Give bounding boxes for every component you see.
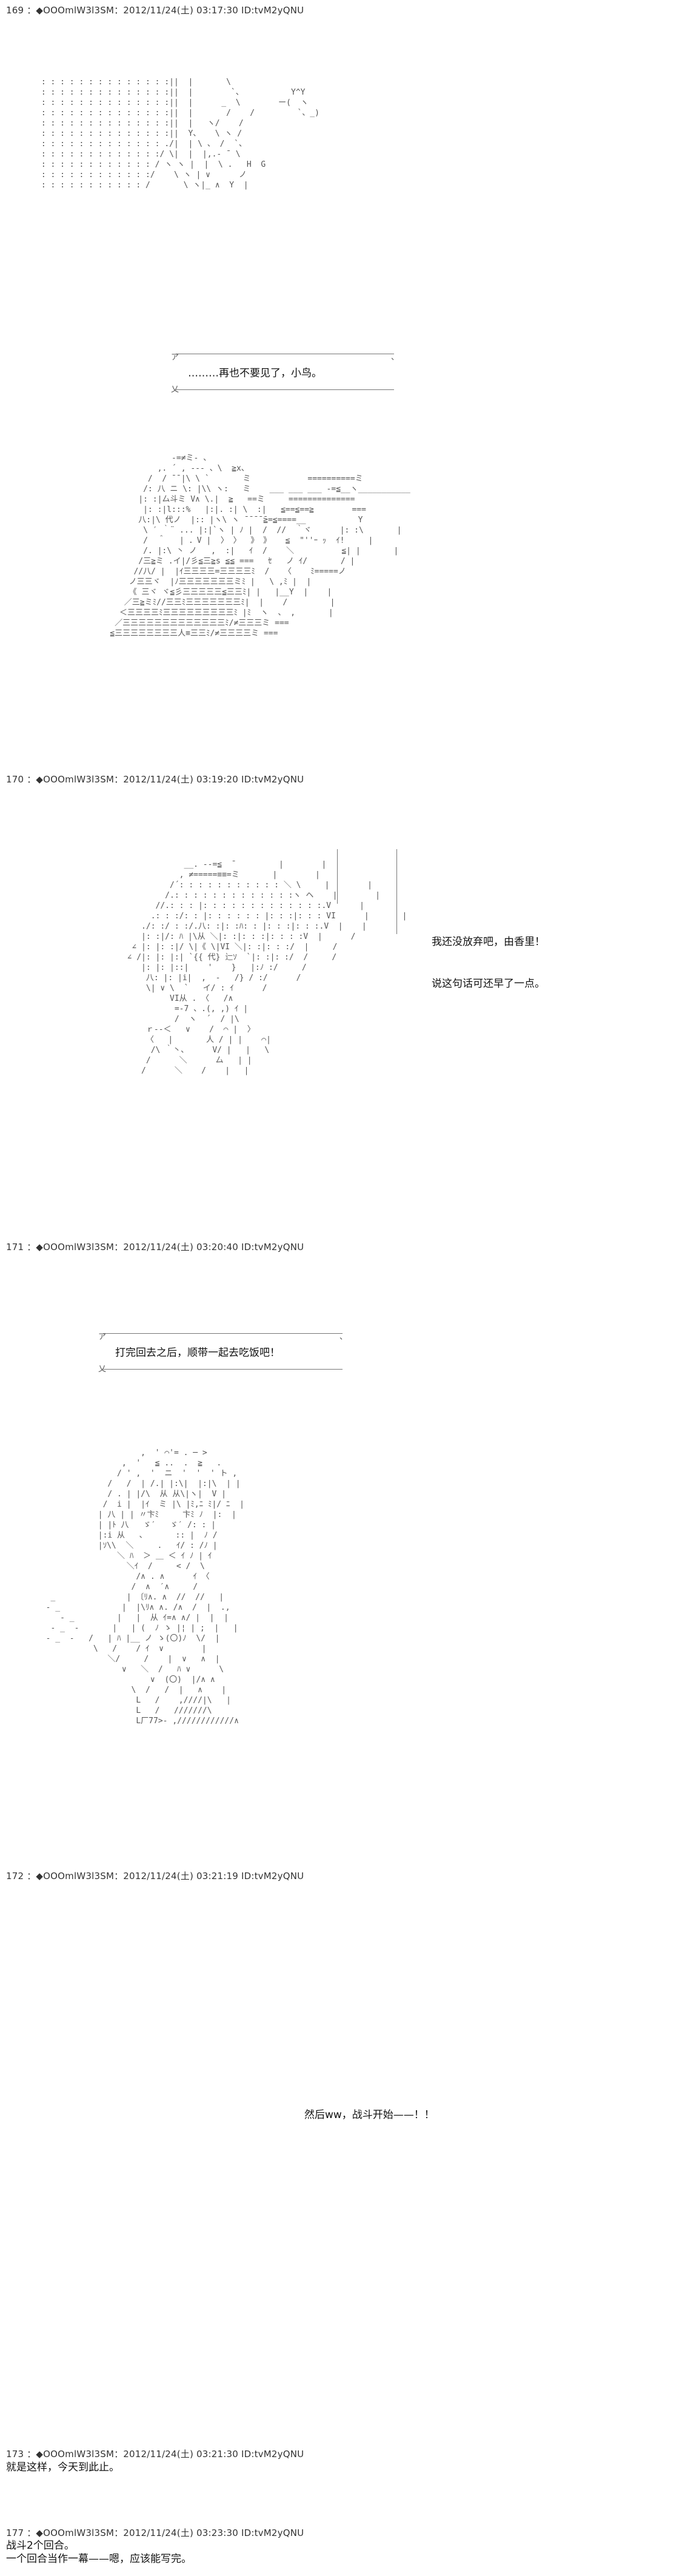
post-header-170: 170 ：◆OOOmlW3l3SM：2012/11/24(土) 03:19:20…: [6, 774, 304, 785]
speech-text-170b: 说这句话可还早了一点。: [432, 978, 545, 990]
ascii-art-171: , ' ⌒'= . ─ > , ' ≦ .. . ≧ . / ' , ' ニ '…: [45, 1448, 244, 1726]
speech-text-172: 然后ww，战斗开始——！！: [304, 2109, 435, 2121]
post-header-177: 177 ：◆OOOmlW3l3SM：2012/11/24(土) 03:23:30…: [6, 2527, 304, 2538]
post-header-171: 171 ：◆OOOmlW3l3SM：2012/11/24(土) 03:20:40…: [6, 1242, 304, 1253]
post-body-177-line2: 一个回合当作一幕——嗯，应该能写完。: [6, 2553, 192, 2565]
post-header-169: 169 ：◆OOOmlW3l3SM：2012/11/24(土) 03:17:30…: [6, 5, 304, 16]
speed-line: [337, 849, 338, 904]
post-body-177-line1: 战斗2个回合。: [6, 2540, 75, 2552]
speech-bubble-171: ア乂、 打完回去之后，顺带一起去吃饭吧！: [98, 1333, 347, 1374]
ascii-art-169-bottom: -=≠ミ- 、 ,. ´ , -‐- 、\ ≧x、 / / ̄ ̄ |\ \ `…: [110, 454, 410, 638]
post-header-172: 172 ：◆OOOmlW3l3SM：2012/11/24(土) 03:21:19…: [6, 1871, 304, 1882]
ascii-art-169-top: : : : : : : : : : : : : : :|| | \ : : : …: [41, 78, 319, 190]
ascii-art-170: __. -‐=≦ ̄ | | , ≠=====≡≡=ミ | | /´: : : …: [127, 860, 407, 1075]
speech-bubble-169: ア乂、 ………再也不要见了，小鸟。: [171, 353, 399, 394]
post-body-173: 就是这样，今天到此止。: [6, 2461, 119, 2473]
speed-line: [396, 849, 397, 934]
speech-text-171: 打完回去之后，顺带一起去吃饭吧！: [115, 1347, 280, 1359]
speech-text-169: ………再也不要见了，小鸟。: [188, 367, 322, 380]
speech-text-170a: 我还没放弃吧，由香里！: [432, 936, 545, 948]
post-header-173: 173 ：◆OOOmlW3l3SM：2012/11/24(土) 03:21:30…: [6, 2449, 304, 2460]
